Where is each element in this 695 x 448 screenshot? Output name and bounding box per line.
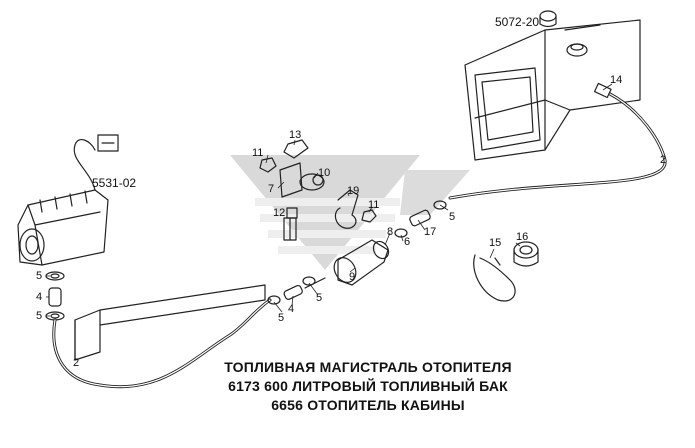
- lower-fittings: [267, 200, 447, 305]
- clamp-bracket-19: [334, 189, 359, 229]
- label-part-5-heater-top: 5: [36, 270, 43, 282]
- label-part-14: 14: [610, 74, 623, 86]
- upper-mount: [259, 139, 325, 241]
- label-part-15: 15: [489, 237, 502, 249]
- caption-line-2: 6173 600 ЛИТРОВЫЙ ТОПЛИВНЫЙ БАК: [228, 378, 508, 394]
- label-part-13: 13: [289, 129, 302, 141]
- label-tank-code: 5072-20: [495, 15, 540, 29]
- label-part-11-top: 11: [252, 147, 264, 159]
- label-part-10: 10: [318, 167, 331, 179]
- leader-lines: [46, 83, 613, 317]
- label-part-17: 17: [424, 226, 437, 238]
- watermark-logo: [230, 155, 470, 270]
- caption-line-1: ТОПЛИВНАЯ МАГИСТРАЛЬ ОТОПИТЕЛЯ: [224, 359, 512, 375]
- label-heater-code: 5531-02: [92, 176, 137, 190]
- label-part-11-mid: 11: [368, 199, 380, 211]
- fuel-tank: [464, 10, 641, 161]
- label-part-19: 19: [347, 185, 360, 197]
- label-part-5-heater-bottom: 5: [36, 310, 43, 322]
- frame-bracket: [74, 284, 266, 361]
- label-part-7: 7: [268, 183, 275, 195]
- cabin-heater: [17, 134, 119, 266]
- nut-11-middle: [361, 209, 377, 223]
- fuel-pump-9: [304, 239, 390, 289]
- label-part-5-right: 5: [449, 211, 456, 223]
- label-part-16: 16: [516, 231, 529, 243]
- label-part-2-right: 2: [660, 154, 667, 166]
- heater-fittings: [45, 271, 65, 321]
- fitting-14: [593, 82, 612, 99]
- label-part-12: 12: [273, 207, 286, 219]
- label-part-8: 8: [387, 226, 394, 238]
- label-part-4-mid: 4: [288, 303, 295, 315]
- label-part-6: 6: [404, 236, 411, 248]
- label-part-4-heater: 4: [36, 291, 43, 303]
- label-part-2-left: 2: [73, 357, 80, 369]
- label-part-5-low: 5: [278, 312, 285, 324]
- grommet-16: [513, 241, 539, 267]
- label-part-5-mid: 5: [316, 292, 323, 304]
- clamp-15: [473, 254, 516, 302]
- label-part-9: 9: [349, 271, 356, 283]
- caption-line-3: 6656 ОТОПИТЕЛЬ КАБИНЫ: [271, 397, 465, 413]
